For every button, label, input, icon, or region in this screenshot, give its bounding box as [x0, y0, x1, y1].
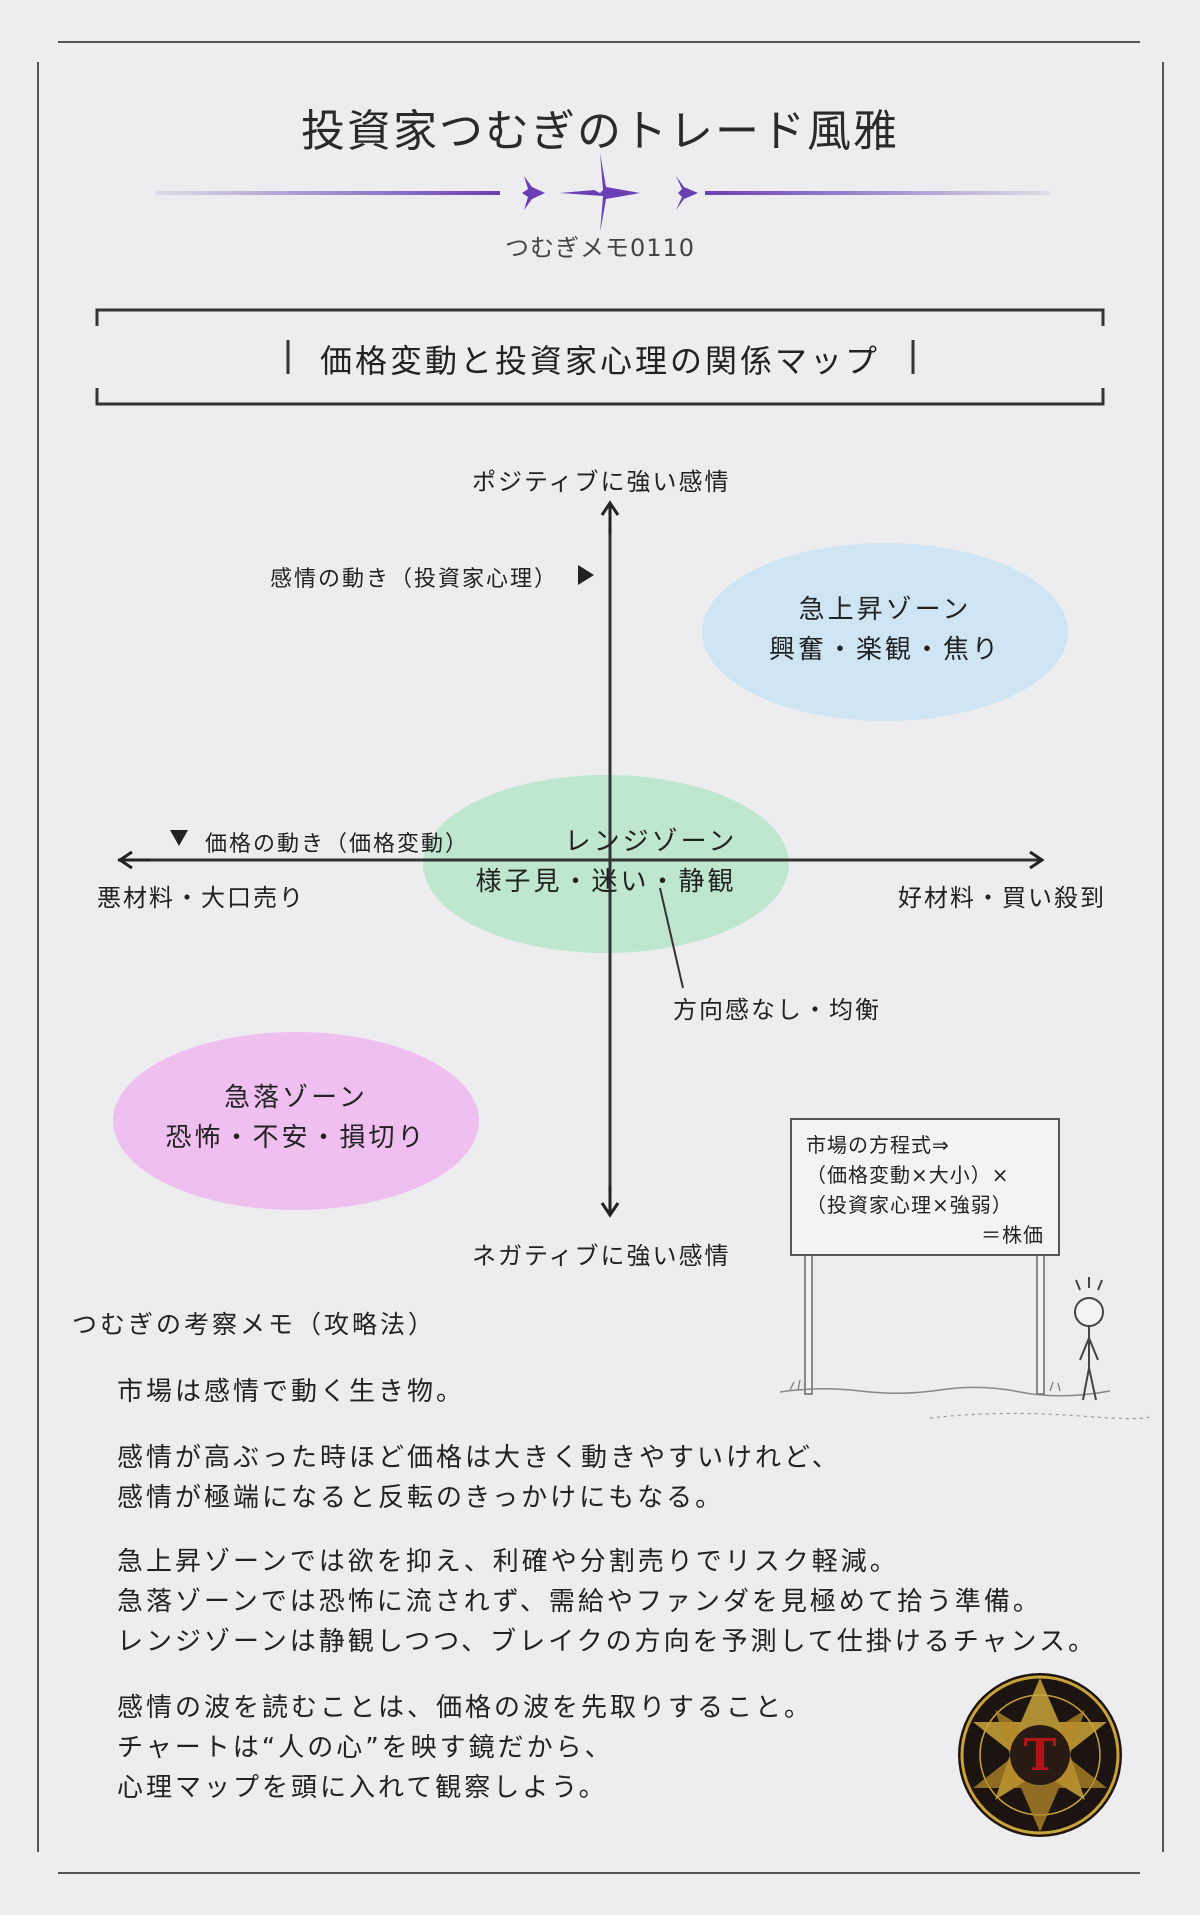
sign-line-2: （価格変動×大小）×: [806, 1163, 1010, 1187]
memo-paragraph-1: 市場は感情で動く生き物。: [117, 1372, 465, 1412]
right-axis-label: 好材料・買い殺到: [898, 884, 1106, 912]
section-title: 価格変動と投資家心理の関係マップ: [319, 342, 880, 380]
frame-left-line: [37, 62, 39, 1852]
section-frame: [95, 308, 1105, 406]
frame-top-line: [58, 41, 1140, 43]
fall-zone: [113, 1032, 479, 1210]
sign-line-4: ＝株価: [981, 1223, 1044, 1247]
fall-zone-name: 急落ゾーン: [224, 1083, 368, 1113]
memo-line: 市場は感情で動く生き物。: [117, 1377, 466, 1407]
signboard-posts: [780, 1253, 1152, 1420]
memo-line: 感情が極端になると反転のきっかけにもなる。: [117, 1483, 725, 1513]
memo-line: 心理マップを頭に入れて観察しよう。: [117, 1773, 608, 1803]
title-ornament: [155, 153, 1050, 230]
rise-zone: [702, 543, 1068, 721]
fall-zone-emotions: 恐怖・不安・損切り: [165, 1123, 427, 1153]
top-axis-label: ポジティブに強い感情: [472, 468, 731, 496]
fall-zone-label: 急落ゾーン 恐怖・不安・損切り: [113, 1078, 479, 1158]
balance-note: 方向感なし・均衡: [673, 996, 881, 1024]
bottom-axis-label: ネガティブに強い感情: [472, 1242, 731, 1270]
memo-line: 感情が高ぶった時ほど価格は大きく動きやすいけれど、: [117, 1443, 841, 1473]
memo-paragraph-2: 感情が高ぶった時ほど価格は大きく動きやすいけれど、 感情が極端になると反転のきっ…: [117, 1438, 841, 1518]
memo-line: レンジゾーンは静観しつつ、ブレイクの方向を予測して仕掛けるチャンス。: [117, 1627, 1098, 1657]
seal-logo-icon: T: [958, 1673, 1122, 1837]
stick-figure-icon: [1074, 1277, 1104, 1401]
range-zone-label: レンジゾーン 様子見・迷い・静観: [423, 822, 789, 902]
memo-line: チャートは“人の心”を映す鏡だから、: [117, 1733, 614, 1763]
market-equation-sign: 市場の方程式⇒ （価格変動×大小）× （投資家心理×強弱） ＝株価: [790, 1118, 1060, 1256]
memo-paragraph-4: 感情の波を読むことは、価格の波を先取りすること。 チャートは“人の心”を映す鏡だ…: [117, 1688, 813, 1808]
left-axis-label: 悪材料・大口売り: [97, 884, 305, 912]
rise-zone-label: 急上昇ゾーン 興奮・楽観・焦り: [702, 590, 1068, 670]
range-zone: [423, 775, 789, 953]
sparkle-icon: [522, 153, 698, 230]
axis-triangle-down-icon: [170, 830, 188, 846]
svg-text:T: T: [1024, 1730, 1057, 1781]
sign-line-3: （投資家心理×強弱）: [806, 1193, 1013, 1217]
range-zone-emotions: 様子見・迷い・静観: [475, 867, 737, 897]
frame-bottom-line: [58, 1872, 1140, 1874]
sign-line-1: 市場の方程式⇒: [806, 1133, 950, 1157]
frame-right-line: [1162, 62, 1164, 1852]
memo-line: 感情の波を読むことは、価格の波を先取りすること。: [117, 1693, 814, 1723]
memo-line: 急上昇ゾーンでは欲を抑え、利確や分割売りでリスク軽減。: [117, 1547, 899, 1577]
page-title: 投資家つむぎのトレード風雅: [301, 106, 899, 157]
vertical-axis-label: 感情の動き（投資家心理）: [270, 567, 559, 592]
memo-paragraph-3: 急上昇ゾーンでは欲を抑え、利確や分割売りでリスク軽減。 急落ゾーンでは恐怖に流さ…: [117, 1542, 1097, 1662]
horizontal-axis-label: 価格の動き（価格変動）: [205, 832, 470, 857]
memo-line: 急落ゾーンでは恐怖に流されず、需給やファンダを見極めて拾う準備。: [117, 1587, 1042, 1617]
memo-heading: つむぎの考察メモ（攻略法）: [72, 1310, 437, 1339]
rise-zone-name: 急上昇ゾーン: [798, 595, 972, 625]
memo-number: つむぎメモ0110: [504, 234, 696, 262]
rise-zone-emotions: 興奮・楽観・焦り: [768, 635, 1001, 665]
range-zone-name: レンジゾーン: [564, 827, 738, 857]
axis-triangle-right-icon: [578, 565, 594, 585]
